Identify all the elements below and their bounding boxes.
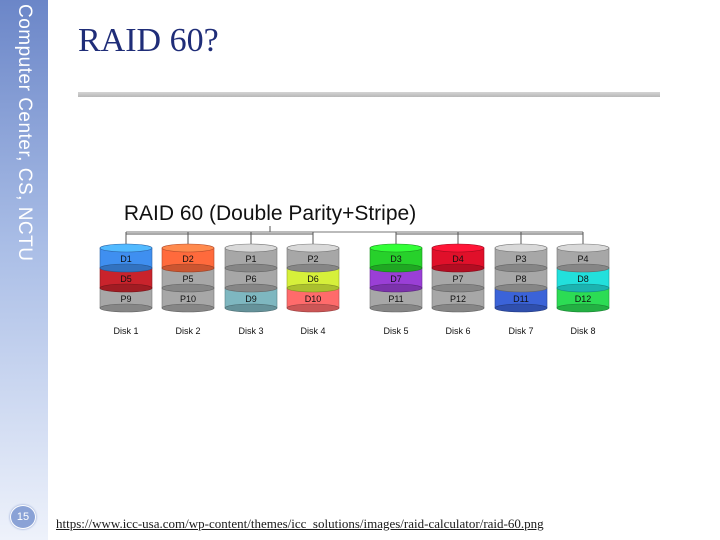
disk-block-bottom — [224, 283, 278, 293]
source-link[interactable]: https://www.icc-usa.com/wp-content/theme… — [56, 516, 544, 531]
slide-title: RAID 60? — [78, 22, 219, 59]
sidebar: Computer Center, CS, NCTU 15 — [0, 0, 48, 540]
disk-block-bottom — [224, 303, 278, 313]
disk-top-cap — [161, 243, 215, 253]
disk-top-cap — [431, 243, 485, 253]
block-label: P11 — [388, 294, 403, 304]
disk-label: Disk 3 — [238, 326, 263, 336]
disk-label: Disk 7 — [508, 326, 533, 336]
block-label: D12 — [575, 294, 592, 304]
disk-block-bottom — [556, 303, 610, 313]
disk-block-bottom — [99, 303, 153, 313]
block-label: D5 — [120, 274, 132, 284]
block-label: D3 — [390, 254, 402, 264]
disk-label: Disk 6 — [445, 326, 470, 336]
block-label: P6 — [245, 274, 256, 284]
disk-block-bottom — [224, 263, 278, 273]
disk-label: Disk 1 — [113, 326, 138, 336]
block-label: P3 — [515, 254, 526, 264]
disk-block-bottom — [494, 303, 548, 313]
block-label: P12 — [450, 294, 466, 304]
disk-label: Disk 8 — [570, 326, 595, 336]
disk-label: Disk 5 — [383, 326, 408, 336]
disk-block-bottom — [286, 283, 340, 293]
block-label: P9 — [120, 294, 131, 304]
disk-block-bottom — [556, 263, 610, 273]
disk-block-bottom — [369, 263, 423, 273]
disk-block-bottom — [494, 283, 548, 293]
disk-block-bottom — [431, 303, 485, 313]
disk-block-bottom — [99, 283, 153, 293]
block-label: D2 — [182, 254, 194, 264]
sidebar-label: Computer Center, CS, NCTU — [14, 4, 35, 262]
disk-block-bottom — [161, 303, 215, 313]
diagram-title: RAID 60 (Double Parity+Stripe) — [124, 202, 416, 225]
stripe-connectors — [125, 226, 584, 244]
disk-top-cap — [286, 243, 340, 253]
disk-block-bottom — [494, 263, 548, 273]
disk-block-bottom — [161, 283, 215, 293]
disk-top-cap — [224, 243, 278, 253]
block-label: D9 — [245, 294, 257, 304]
disk-block-bottom — [369, 283, 423, 293]
disk-block-bottom — [286, 263, 340, 273]
block-label: P5 — [182, 274, 193, 284]
disk-top-cap — [494, 243, 548, 253]
raid60-diagram: RAID 60 (Double Parity+Stripe) P9 D5 D1Dis… — [99, 202, 610, 336]
disk-block-bottom — [431, 263, 485, 273]
disk-block-bottom — [369, 303, 423, 313]
block-label: P4 — [577, 254, 588, 264]
disk-top-cap — [99, 243, 153, 253]
disk-block-bottom — [556, 283, 610, 293]
block-label: P2 — [307, 254, 318, 264]
title-underline — [78, 92, 660, 97]
page-number-badge: 15 — [10, 505, 36, 529]
disk-block-bottom — [286, 303, 340, 313]
block-label: D4 — [452, 254, 464, 264]
block-label: P1 — [245, 254, 256, 264]
block-label: D11 — [513, 294, 529, 304]
disk-label: Disk 4 — [300, 326, 325, 336]
block-label: D1 — [120, 254, 132, 264]
disk-block-bottom — [99, 263, 153, 273]
block-label: D7 — [390, 274, 402, 284]
block-label: P8 — [515, 274, 526, 284]
disk-block-bottom — [161, 263, 215, 273]
disk-block-bottom — [431, 283, 485, 293]
block-label: P7 — [452, 274, 463, 284]
disk-label: Disk 2 — [175, 326, 200, 336]
block-label: D6 — [307, 274, 319, 284]
block-label: P10 — [180, 294, 196, 304]
block-label: D8 — [577, 274, 589, 284]
block-label: D10 — [305, 294, 322, 304]
disk-top-cap — [556, 243, 610, 253]
disk-top-cap — [369, 243, 423, 253]
